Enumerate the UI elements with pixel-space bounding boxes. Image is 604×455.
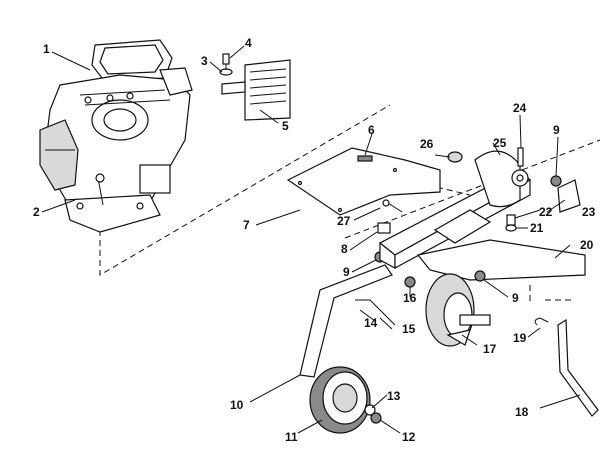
callout-6: 6 <box>368 123 375 137</box>
tow-rod <box>534 317 599 417</box>
callout-7: 7 <box>243 218 250 232</box>
callout-8: 8 <box>341 242 348 256</box>
callout-15: 15 <box>402 322 416 336</box>
callout-25: 25 <box>493 136 507 150</box>
callout-24: 24 <box>513 101 527 115</box>
leader-lines <box>41 45 581 434</box>
gear-housing <box>425 273 491 347</box>
callout-9a: 9 <box>343 265 350 279</box>
engine-part <box>39 39 193 233</box>
wheel-arm <box>299 264 416 378</box>
callout-11: 11 <box>285 430 298 444</box>
callout-14: 14 <box>364 316 378 330</box>
callout-13: 13 <box>387 389 401 403</box>
callout-27: 27 <box>337 214 351 228</box>
tiller-frame <box>378 147 531 270</box>
callout-9b: 9 <box>553 123 560 137</box>
callout-2: 2 <box>33 205 40 219</box>
callout-23: 23 <box>582 205 596 219</box>
tine-shield-plate <box>416 239 586 282</box>
callout-26: 26 <box>420 137 434 151</box>
callout-labels: 1 2 3 4 5 6 7 8 9 10 11 12 13 14 15 16 1… <box>33 36 596 444</box>
shaft-hardware <box>447 151 581 232</box>
callout-9c: 9 <box>512 291 519 305</box>
callout-18: 18 <box>515 405 529 419</box>
callout-5: 5 <box>282 119 289 133</box>
callout-3: 3 <box>201 54 208 68</box>
callout-17: 17 <box>483 342 497 356</box>
wheel <box>309 366 382 434</box>
callout-4: 4 <box>245 36 252 50</box>
shield-assembly <box>219 53 291 121</box>
callout-22: 22 <box>539 205 553 219</box>
callout-12: 12 <box>402 430 416 444</box>
callout-20: 20 <box>580 238 594 252</box>
cover-plate <box>286 147 441 216</box>
callout-19: 19 <box>513 331 527 345</box>
callout-16: 16 <box>403 291 417 305</box>
callout-10: 10 <box>230 398 244 412</box>
callout-21: 21 <box>530 221 544 235</box>
callout-1: 1 <box>43 42 50 56</box>
